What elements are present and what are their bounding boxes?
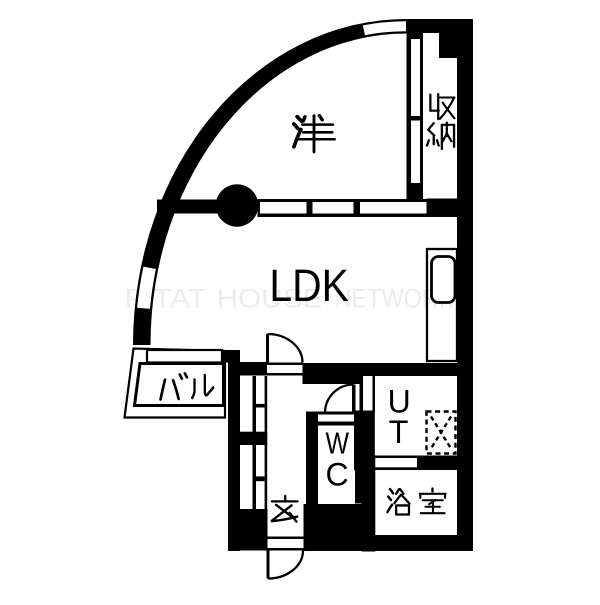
svg-text:LDK: LDK <box>269 260 349 311</box>
svg-text:U: U <box>388 384 411 420</box>
svg-text:C: C <box>325 457 348 493</box>
svg-text:W: W <box>325 426 349 461</box>
svg-text:HOUSE: HOUSE <box>217 284 323 314</box>
svg-text:T: T <box>389 414 409 450</box>
